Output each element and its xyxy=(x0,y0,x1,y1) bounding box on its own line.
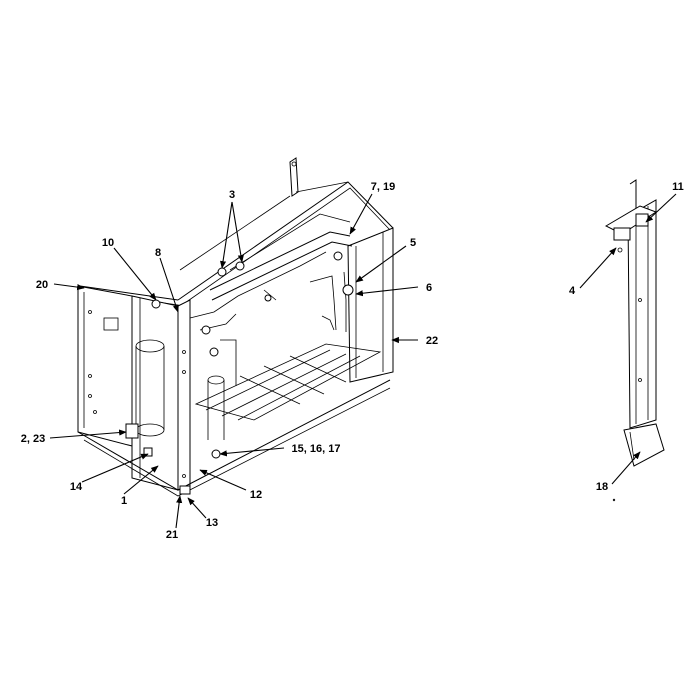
right-side-assembly xyxy=(604,179,665,502)
callout-13: 13 xyxy=(206,517,218,529)
callout-8: 8 xyxy=(155,247,161,259)
callout-3: 3 xyxy=(229,189,235,201)
callout-11: 11 xyxy=(672,181,684,193)
leader-lines xyxy=(49,193,677,529)
callout-12: 12 xyxy=(250,489,262,501)
callout-15-16-17: 15, 16, 17 xyxy=(292,443,341,455)
callout-2-23: 2, 23 xyxy=(21,433,45,445)
callout-labels: 3 7, 19 5 6 22 10 8 20 2, 23 14 1 12 15,… xyxy=(21,181,684,541)
callout-20: 20 xyxy=(36,279,48,291)
callout-1: 1 xyxy=(121,495,127,507)
callout-21: 21 xyxy=(166,529,178,541)
callout-7-19: 7, 19 xyxy=(371,181,395,193)
callout-18: 18 xyxy=(596,481,608,493)
callout-10: 10 xyxy=(102,237,114,249)
callout-14: 14 xyxy=(70,481,83,493)
callout-4: 4 xyxy=(569,285,576,297)
callout-5: 5 xyxy=(410,237,416,249)
callout-6: 6 xyxy=(426,282,432,294)
callout-22: 22 xyxy=(426,335,438,347)
main-chassis-assembly xyxy=(77,157,394,497)
